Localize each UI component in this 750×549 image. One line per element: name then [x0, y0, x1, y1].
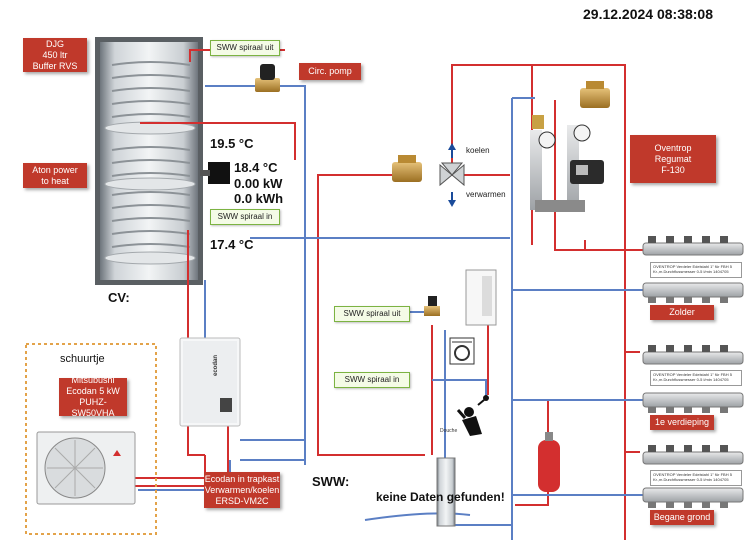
washing-machine-icon: [449, 337, 475, 365]
floor-begane-grond: Begane grond: [650, 510, 714, 525]
buffer-line2: 450 ltr: [42, 49, 68, 60]
power-value: 0.00 kW: [234, 176, 283, 191]
oventrop-line3: F-130: [661, 164, 685, 175]
oventrop-label: Oventrop Regumat F-130: [630, 135, 716, 183]
mixing-valve: [424, 296, 440, 316]
mitsubishi-label: Mitsubushi Ecodan 5 kW PUHZ-SW50VHA: [59, 375, 127, 418]
manifold-zolder: [642, 236, 744, 303]
schuurtje-label: schuurtje: [60, 353, 105, 365]
sensor-block: [200, 162, 230, 184]
manifold-note-line2: Kr.,m.Durchflussmesser 0-5 l/min 1404705: [653, 377, 729, 382]
manifold-note-verdieping: OVENTROP Verdeler Edelstahl 1" für FBH 5…: [650, 370, 742, 386]
buffer-line3: Buffer RVS: [32, 60, 78, 71]
sww-spiraal-in-low: SWW spiraal in: [334, 372, 410, 388]
three-way-valve: [439, 143, 465, 207]
mitsubishi-line1: Mitsubushi: [71, 375, 115, 385]
manifold-note-zolder: OVENTROP Verdeler Edelstahl 1" für FBH 5…: [650, 262, 742, 278]
sww-spiraal-uit-top: SWW spiraal uit: [210, 40, 280, 56]
temp-bottom: 17.4 °C: [210, 237, 254, 252]
manifold-begane-grond: [642, 445, 744, 508]
floor-verdieping: 1e verdieping: [650, 415, 714, 430]
mitsubishi-line2: Ecodan 5 kW: [66, 386, 120, 396]
sww-label: SWW:: [312, 474, 350, 489]
ecodan-logo: ecodan: [213, 354, 219, 376]
electric-boiler: [465, 269, 497, 326]
verwarmen-label: verwarmen: [466, 190, 506, 199]
ecodan-indoor-line3: ERSD-VM2C: [215, 495, 269, 506]
oventrop-line2: Regumat: [654, 153, 692, 164]
manifold-note-line1: OVENTROP Verdeler Edelstahl 1" für FBH 5: [653, 372, 732, 377]
ecodan-indoor-line1: Ecodan in trapkast: [204, 473, 280, 484]
ecodan-indoor-line2: Verwarmen/koelen: [204, 484, 280, 495]
buffer-label: DJG 450 ltr Buffer RVS: [23, 38, 87, 72]
manifold-verdieping: [642, 345, 744, 413]
energy-value: 0.0 kWh: [234, 191, 284, 206]
ecodan-indoor-label: Ecodan in trapkast Verwarmen/koelen ERSD…: [204, 472, 280, 508]
datetime: 29.12.2024 08:38:08: [583, 6, 713, 22]
circ-pomp-label: Circ. pomp: [299, 63, 361, 80]
buffer-line1: DJG: [46, 38, 64, 49]
buffer-tank: [95, 37, 203, 285]
supply-pipes: [135, 49, 650, 540]
check-valve-left: [392, 155, 422, 182]
aton-line1: Aton power: [32, 164, 78, 175]
cv-label: CV:: [108, 290, 130, 305]
oventrop-line1: Oventrop: [654, 142, 692, 153]
koelen-label: koelen: [466, 146, 490, 155]
ecodan-indoor-unit: [179, 337, 241, 427]
expansion-vessel: [538, 432, 560, 492]
temp-top: 19.5 °C: [210, 136, 254, 151]
aton-label: Aton power to heat: [23, 163, 87, 188]
outdoor-unit: [36, 431, 136, 505]
manifold-note-line1: OVENTROP Verdeler Edelstahl 1" für FBH 5: [653, 264, 732, 269]
douche-label: Douche: [440, 428, 458, 434]
temp-mid: 18.4 °C: [234, 160, 278, 175]
return-pipes: [138, 85, 650, 540]
schuurtje-boundary: [25, 343, 157, 535]
manifold-note-begane: OVENTROP Verdeler Edelstahl 1" für FBH 5…: [650, 470, 742, 486]
circ-pomp-text: Circ. pomp: [308, 66, 352, 76]
check-valve-top: [580, 81, 610, 108]
manifold-note-line1: OVENTROP Verdeler Edelstahl 1" für FBH 5: [653, 472, 732, 477]
sww-spiraal-in-top: SWW spiraal in: [210, 209, 280, 225]
no-data-message: keine Daten gefunden!: [376, 490, 505, 504]
circulation-pump: [255, 64, 280, 92]
hot-water-tank: [436, 457, 456, 527]
shower-icon: [456, 395, 489, 436]
regumat-pump-group: [530, 115, 604, 212]
manifold-note-line2: Kr.,m.Durchflussmesser 0-5 l/min 1404705: [653, 477, 729, 482]
manifold-note-line2: Kr.,m.Durchflussmesser 0-5 l/min 1404705: [653, 269, 729, 274]
mitsubishi-line3: PUHZ-SW50VHA: [71, 397, 115, 418]
floor-zolder: Zolder: [650, 305, 714, 320]
sww-spiraal-uit-low: SWW spiraal uit: [334, 306, 410, 322]
aton-line2: to heat: [41, 175, 69, 186]
